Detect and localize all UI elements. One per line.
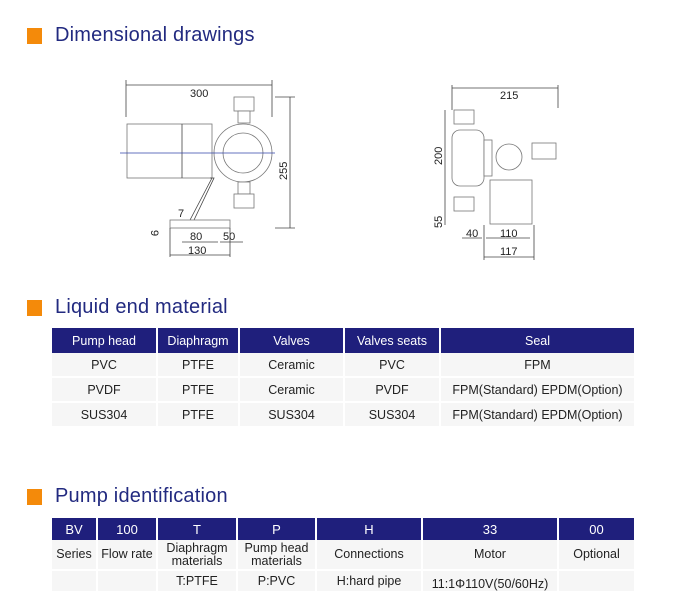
label-row: Series Flow rate Diaphragm materials Pum…	[52, 540, 636, 571]
cell: SUS304	[344, 402, 441, 428]
code-cell: 00	[558, 518, 636, 540]
cell: 11:1Φ110V(50/60Hz)	[422, 570, 559, 593]
table-row: PVC PTFE Ceramic PVC FPM	[52, 353, 636, 378]
cell: FPM(Standard) EPDM(Option)	[440, 402, 636, 428]
orange-square-icon	[27, 488, 42, 505]
dim-110: 110	[500, 228, 518, 240]
cell: P:PVC	[237, 570, 317, 593]
cell: PVDF	[52, 377, 158, 403]
header-cell: Valves seats	[344, 328, 441, 353]
cell: T:PTFE	[157, 570, 238, 593]
header-cell: Seal	[440, 328, 636, 353]
code-cell: BV	[52, 518, 98, 540]
header-cell: Valves	[239, 328, 345, 353]
dim-9: 9	[148, 230, 160, 236]
table-row: SUS304 PTFE SUS304 SUS304 FPM(Standard) …	[52, 402, 636, 428]
cell: Diaphragm materials	[157, 540, 238, 571]
cell: Pump head materials	[237, 540, 317, 571]
section-title-liquid: Liquid end material	[27, 296, 228, 319]
cell: PVC	[344, 353, 441, 378]
header-cell: Diaphragm	[157, 328, 240, 353]
dim-255: 255	[278, 162, 290, 180]
cell: SUS304	[52, 402, 158, 428]
side-view-drawing: 300 255 7 9 80 50 130	[120, 80, 295, 257]
pump-identification-table: BV 100 T P H 33 00 Series Flow rate Diap…	[52, 518, 636, 593]
code-cell: 33	[422, 518, 559, 540]
dim-130: 130	[188, 245, 206, 257]
dim-200: 200	[433, 147, 445, 165]
dim-7: 7	[178, 208, 184, 220]
cell: Ceramic	[239, 353, 345, 378]
dim-55: 55	[433, 216, 445, 228]
cell: SUS304	[239, 402, 345, 428]
dim-50: 50	[223, 231, 235, 243]
cell: PTFE	[157, 377, 240, 403]
cell: Optional	[558, 540, 636, 571]
cell: PTFE	[157, 402, 240, 428]
table-header-row: Pump head Diaphragm Valves Valves seats …	[52, 328, 636, 353]
cell: PVDF	[344, 377, 441, 403]
cell: Flow rate	[97, 540, 158, 571]
cell: FPM	[440, 353, 636, 378]
table-row: PVDF PTFE Ceramic PVDF FPM(Standard) EPD…	[52, 377, 636, 403]
code-cell: T	[157, 518, 238, 540]
front-view-drawing: 215 200 55 40 110 117	[433, 85, 559, 260]
cell: Ceramic	[239, 377, 345, 403]
liquid-end-table: Pump head Diaphragm Valves Valves seats …	[52, 328, 636, 428]
section-title-dimensional: Dimensional drawings	[27, 24, 255, 47]
cell	[97, 570, 158, 593]
cell: FPM(Standard) EPDM(Option)	[440, 377, 636, 403]
dim-300: 300	[190, 88, 208, 100]
header-cell: Pump head	[52, 328, 158, 353]
code-cell: P	[237, 518, 317, 540]
cell: PVC	[52, 353, 158, 378]
cell: Motor	[422, 540, 559, 571]
table-row: T:PTFE P:PVC H:hard pipe 11:1Φ110V(50/60…	[52, 570, 636, 593]
code-cell: 100	[97, 518, 158, 540]
dim-117: 117	[500, 246, 518, 258]
cell: Series	[52, 540, 98, 571]
dim-215: 215	[500, 90, 518, 102]
orange-square-icon	[27, 27, 42, 44]
code-cell: H	[316, 518, 423, 540]
code-row: BV 100 T P H 33 00	[52, 518, 636, 540]
dim-40: 40	[466, 228, 478, 240]
cell	[558, 570, 636, 593]
cell: PTFE	[157, 353, 240, 378]
section-title-identification: Pump identification	[27, 485, 228, 508]
cell: Connections	[316, 540, 423, 571]
dim-80: 80	[190, 231, 202, 243]
orange-square-icon	[27, 299, 42, 316]
